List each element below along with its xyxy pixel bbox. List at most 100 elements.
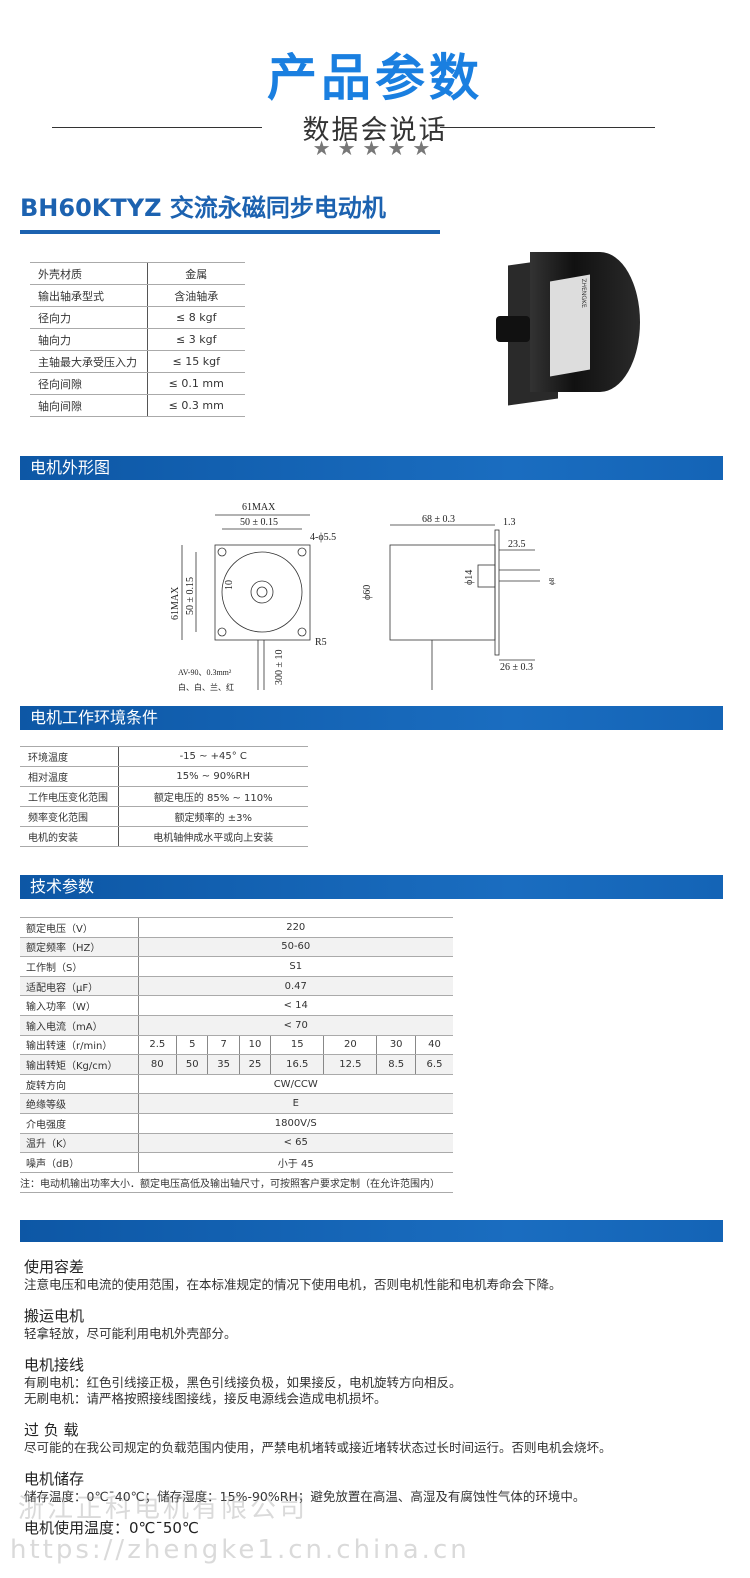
table-row: 环境温度-15 ~ +45° C — [20, 746, 308, 767]
param-name: 绝缘等级 — [20, 1093, 138, 1114]
note-title: 使用容差 — [24, 1258, 85, 1276]
param-value: 50-60 — [137, 936, 453, 958]
table-row: 工作电压变化范围额定电压的 85% ~ 110% — [20, 786, 308, 807]
param-value: 80 — [137, 1054, 177, 1075]
param-name: 输入功率（W） — [20, 995, 138, 1016]
watermark-company: 浙江正科电机有限公司 — [18, 1494, 309, 1524]
param-value: 0.47 — [137, 975, 453, 997]
note-text: 轻拿轻放，尽可能利用电机外壳部分。 — [24, 1326, 237, 1341]
param-value: 8.5 — [376, 1054, 416, 1075]
dim-label: ϕ14 — [464, 570, 475, 585]
dim-label: 26 ± 0.3 — [500, 662, 533, 673]
table-row: 轴向力≤ 3 kgf — [30, 328, 245, 351]
table-row: 适配电容（μF）0.47 — [20, 975, 453, 997]
param-name: 旋转方向 — [20, 1073, 138, 1095]
note-text: 无刷电机：请严格按照接线图接线，接反电源线会造成电机损坏。 — [24, 1391, 387, 1406]
table-row: 工作制（S）S1 — [20, 956, 453, 977]
table-row: 轴向间隙≤ 0.3 mm — [30, 394, 245, 417]
param-value: 40 — [414, 1034, 453, 1056]
param-value: E — [137, 1093, 453, 1114]
section-header-tech: 技术参数 — [20, 875, 723, 899]
dim-label: AV-90、0.3mm² — [178, 668, 232, 677]
table-row: 频率变化范围额定频率的 ±3% — [20, 806, 308, 827]
param-value: 12.5 — [323, 1054, 377, 1075]
param-value: ≤ 3 kgf — [146, 328, 245, 351]
param-name: 噪声（dB） — [20, 1152, 138, 1173]
note-title: 搬运电机 — [24, 1307, 85, 1325]
param-value: 7 — [207, 1034, 240, 1056]
motor-label: ZHENGKE — [550, 274, 590, 377]
param-value: 电机轴伸成水平或向上安装 — [117, 826, 308, 847]
dimension-drawing: 61MAX 50 ± 0.15 4-ϕ5.5 61MAX 50 ± 0.15 1… — [170, 502, 556, 692]
table-row: 输入功率（W）< 14 — [20, 995, 453, 1016]
note-title: 过 负 载 — [24, 1421, 79, 1439]
param-name: 主轴最大承受压入力 — [30, 350, 147, 373]
param-name: 适配电容（μF） — [20, 975, 138, 997]
page-title: 产品参数 — [267, 49, 483, 107]
param-value: 35 — [207, 1054, 240, 1075]
param-value: < 65 — [137, 1132, 453, 1154]
model-title: BH60KTYZ 交流永磁同步电动机 — [20, 194, 386, 222]
param-value: ≤ 8 kgf — [146, 306, 245, 329]
param-name: 温升（K） — [20, 1132, 138, 1154]
param-value: S1 — [137, 956, 453, 977]
table-row: 输入电流（mA）< 70 — [20, 1014, 453, 1036]
param-value: 220 — [137, 917, 453, 938]
dim-label: 1.3 — [503, 517, 516, 528]
param-value: 额定频率的 ±3% — [117, 806, 308, 827]
param-value: 15 — [270, 1034, 324, 1056]
param-value: ≤ 15 kgf — [146, 350, 245, 373]
param-value: 含油轴承 — [146, 284, 245, 307]
param-name: 额定电压（V） — [20, 917, 138, 938]
table-row: 温升（K）< 65 — [20, 1132, 453, 1154]
param-name: 外壳材质 — [30, 262, 147, 285]
dim-label: 23.5 — [508, 539, 526, 550]
param-value: ≤ 0.3 mm — [146, 394, 245, 417]
param-name: 环境温度 — [20, 746, 118, 767]
tech-note: 注：电动机输出功率大小．额定电压高低及输出轴尺寸，可按照客户要求定制（在允许范围… — [20, 1176, 453, 1193]
table-row: 噪声（dB）小于 45 — [20, 1152, 453, 1173]
param-value: 30 — [376, 1034, 416, 1056]
table-row: 电机的安装电机轴伸成水平或向上安装 — [20, 826, 308, 847]
model-underline — [20, 230, 440, 234]
param-value: 10 — [238, 1034, 271, 1056]
dim-label: ϕ60 — [362, 585, 373, 600]
param-name: 工作制（S） — [20, 956, 138, 977]
table-row: 径向力≤ 8 kgf — [30, 306, 245, 329]
note-text: 注意电压和电流的使用范围，在本标准规定的情况下使用电机，否则电机性能和电机寿命会… — [24, 1277, 562, 1292]
note-text: 储存温度：0℃ˉ40℃；储存湿度：15%-90%RH；避免放置在高温、高湿及有腐… — [24, 1489, 586, 1504]
param-value: CW/CCW — [137, 1073, 453, 1095]
subtitle: 数据会说话 — [302, 115, 448, 146]
param-value: ≤ 0.1 mm — [146, 372, 245, 395]
param-value: 15% ~ 90%RH — [117, 766, 308, 787]
param-value: 5 — [176, 1034, 208, 1056]
param-value: 金属 — [146, 262, 245, 285]
dim-label: 50 ± 0.15 — [240, 517, 278, 528]
param-name: 输出转速（r/min） — [20, 1034, 138, 1056]
param-value: 1800V/S — [137, 1112, 453, 1134]
dim-label: 68 ± 0.3 — [422, 514, 455, 525]
param-value: < 14 — [137, 995, 453, 1016]
param-name: 轴向力 — [30, 328, 147, 351]
dim-label: 50 ± 0.15 — [185, 577, 196, 615]
divider — [440, 127, 655, 128]
param-value: 16.5 — [270, 1054, 324, 1075]
param-value: 25 — [238, 1054, 271, 1075]
dim-label: 300 ± 10 — [274, 650, 285, 686]
param-name: 相对温度 — [20, 766, 118, 787]
note-text: 尽可能的在我公司规定的负载范围内使用，严禁电机堵转或接近堵转状态过长时间运行。否… — [24, 1440, 612, 1455]
param-value: 20 — [323, 1034, 377, 1056]
usage-notes: 使用容差注意电压和电流的使用范围，在本标准规定的情况下使用电机，否则电机性能和电… — [24, 1244, 734, 1538]
table-row: 径向间隙≤ 0.1 mm — [30, 372, 245, 395]
table-row: 主轴最大承受压入力≤ 15 kgf — [30, 350, 245, 373]
param-value: 6.5 — [414, 1054, 453, 1075]
param-name: 电机的安装 — [20, 826, 118, 847]
